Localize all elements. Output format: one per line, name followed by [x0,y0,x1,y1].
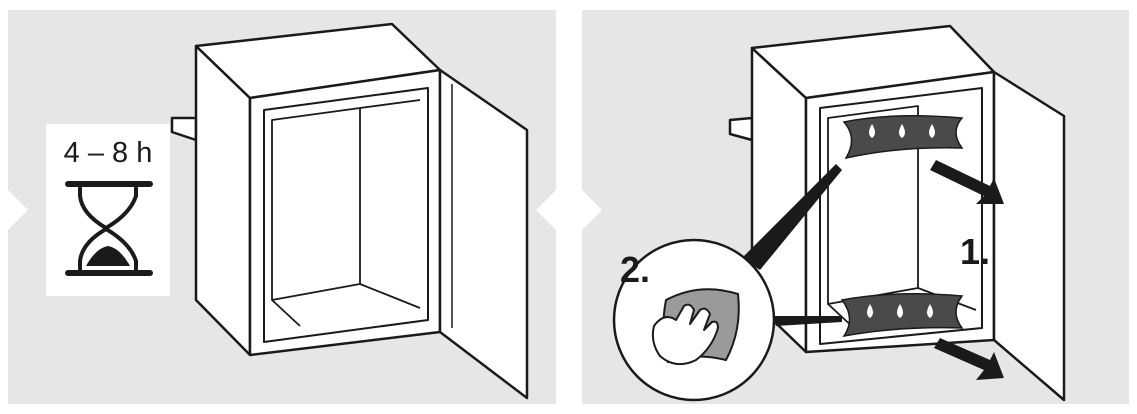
step-1-label: 1. [960,231,990,272]
appliance-open-door [170,22,529,400]
panel-clean: 1. 2. [582,10,1129,404]
callout-lines [742,164,842,326]
water-drop-icon [869,124,875,138]
water-drop-icon [867,304,873,318]
duration-card [46,124,170,296]
ice-band-bottom [840,293,964,338]
water-drop-icon [899,124,905,138]
wipe-callout: 2. [612,238,776,402]
cloth-wiping-hand-icon [651,288,740,366]
step-2-label: 2. [620,249,650,290]
ice-band-top [842,115,964,160]
hourglass-icon [65,181,153,276]
panel-wait: 4 – 8 h [8,10,556,404]
arrow-icon [930,160,1004,204]
water-drop-icon [927,304,933,318]
duration-label: 4 – 8 h [64,137,153,169]
water-drop-icon [897,304,903,318]
water-drop-icon [929,124,935,138]
arrow-icon [934,338,1004,380]
